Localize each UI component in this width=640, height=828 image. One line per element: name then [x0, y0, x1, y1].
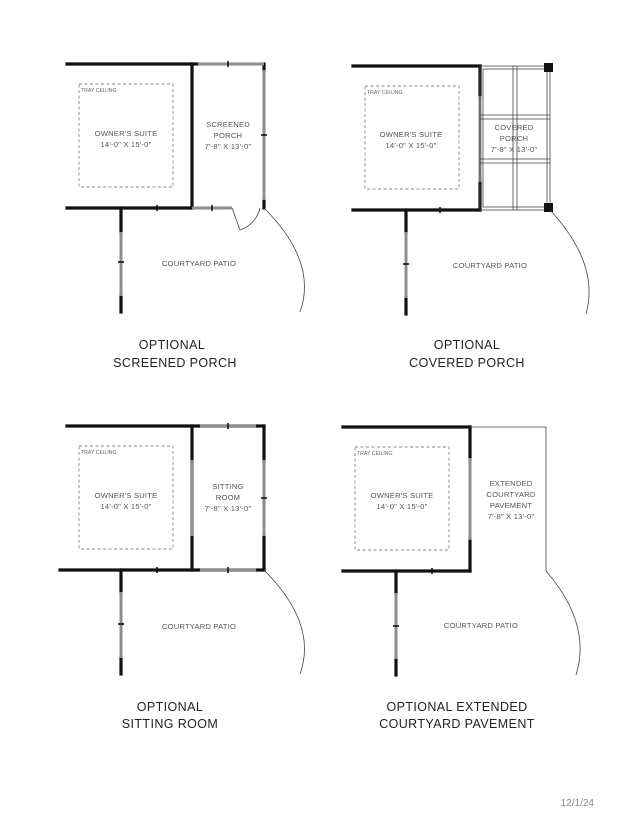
suite-dims: 14'-0" X 15'-0"	[101, 502, 152, 511]
revision-date: 12/1/24	[561, 798, 595, 809]
caption-line-2: COVERED PORCH	[409, 356, 525, 370]
windows	[393, 458, 472, 659]
caption-line-2: SCREENED PORCH	[113, 356, 237, 370]
suite-name: OWNER'S SUITE	[380, 130, 443, 139]
pavement-boundary	[470, 426, 581, 676]
room-dims: 7'-8" X 13'-0"	[491, 145, 538, 154]
caption-line-2: COURTYARD PAVEMENT	[379, 717, 535, 731]
suite-dims: 14'-0" X 15'-0"	[101, 140, 152, 149]
caption-line-1: OPTIONAL	[434, 338, 500, 352]
walls	[58, 424, 266, 676]
screen-openings	[118, 61, 267, 296]
caption-line-1: OPTIONAL EXTENDED	[386, 700, 527, 714]
panel-screened-porch: TRAY CEILING OWNER'S SUITE 14'-0" X 15'-…	[65, 61, 305, 370]
suite-name: OWNER'S SUITE	[95, 491, 158, 500]
patio-boundary	[263, 207, 305, 313]
room-name-2: PORCH	[214, 131, 242, 140]
suite-name: OWNER'S SUITE	[371, 491, 434, 500]
porch-beams	[479, 63, 553, 212]
tray-ceiling-outline	[78, 445, 174, 550]
tray-ceiling-outline	[78, 83, 174, 188]
porch-post	[544, 63, 553, 72]
room-name: SCREENED	[206, 120, 250, 129]
tray-ceiling-label: TRAY CEILING	[81, 88, 117, 94]
porch-door	[231, 207, 261, 231]
tray-ceiling-outline	[364, 85, 460, 190]
room-name-2: ROOM	[216, 493, 240, 502]
patio-label: COURTYARD PATIO	[162, 259, 236, 268]
room-name-3: PAVEMENT	[490, 501, 532, 510]
room-dims: 7'-8" X 13'-0"	[205, 142, 252, 151]
room-name: COVERED	[495, 123, 534, 132]
suite-name: OWNER'S SUITE	[95, 129, 158, 138]
tray-ceiling-label: TRAY CEILING	[81, 450, 117, 456]
patio-boundary	[549, 209, 590, 315]
porch-post	[544, 203, 553, 212]
room-name-2: COURTYARD	[486, 490, 536, 499]
room-name: EXTENDED	[490, 479, 533, 488]
windows	[118, 423, 267, 658]
tray-ceiling-label: TRAY CEILING	[357, 451, 393, 457]
room-name: SITTING	[212, 482, 243, 491]
caption-line-2: SITTING ROOM	[122, 717, 218, 731]
tray-ceiling-outline	[354, 446, 450, 551]
room-dims: 7'-8" X 13'-0"	[205, 504, 252, 513]
walls	[341, 425, 472, 677]
patio-label: COURTYARD PATIO	[444, 621, 518, 630]
tray-ceiling-label: TRAY CEILING	[367, 90, 403, 96]
room-dims: 7'-8" X 13'-0"	[488, 512, 535, 521]
panel-extended-pavement: TRAY CEILING OWNER'S SUITE 14'-0" X 15'-…	[341, 425, 581, 731]
patio-boundary	[263, 569, 305, 675]
caption-line-1: OPTIONAL	[139, 338, 205, 352]
caption-line-1: OPTIONAL	[137, 700, 203, 714]
suite-dims: 14'-0" X 15'-0"	[377, 502, 428, 511]
panel-covered-porch: TRAY CEILING OWNER'S SUITE 14'-0" X 15'-…	[351, 63, 590, 370]
panel-sitting-room: TRAY CEILING OWNER'S SUITE 14'-0" X 15'-…	[58, 423, 305, 731]
suite-dims: 14'-0" X 15'-0"	[386, 141, 437, 150]
patio-label: COURTYARD PATIO	[453, 261, 527, 270]
walls	[351, 64, 482, 316]
room-name-2: PORCH	[500, 134, 528, 143]
patio-label: COURTYARD PATIO	[162, 622, 236, 631]
walls	[65, 62, 266, 314]
